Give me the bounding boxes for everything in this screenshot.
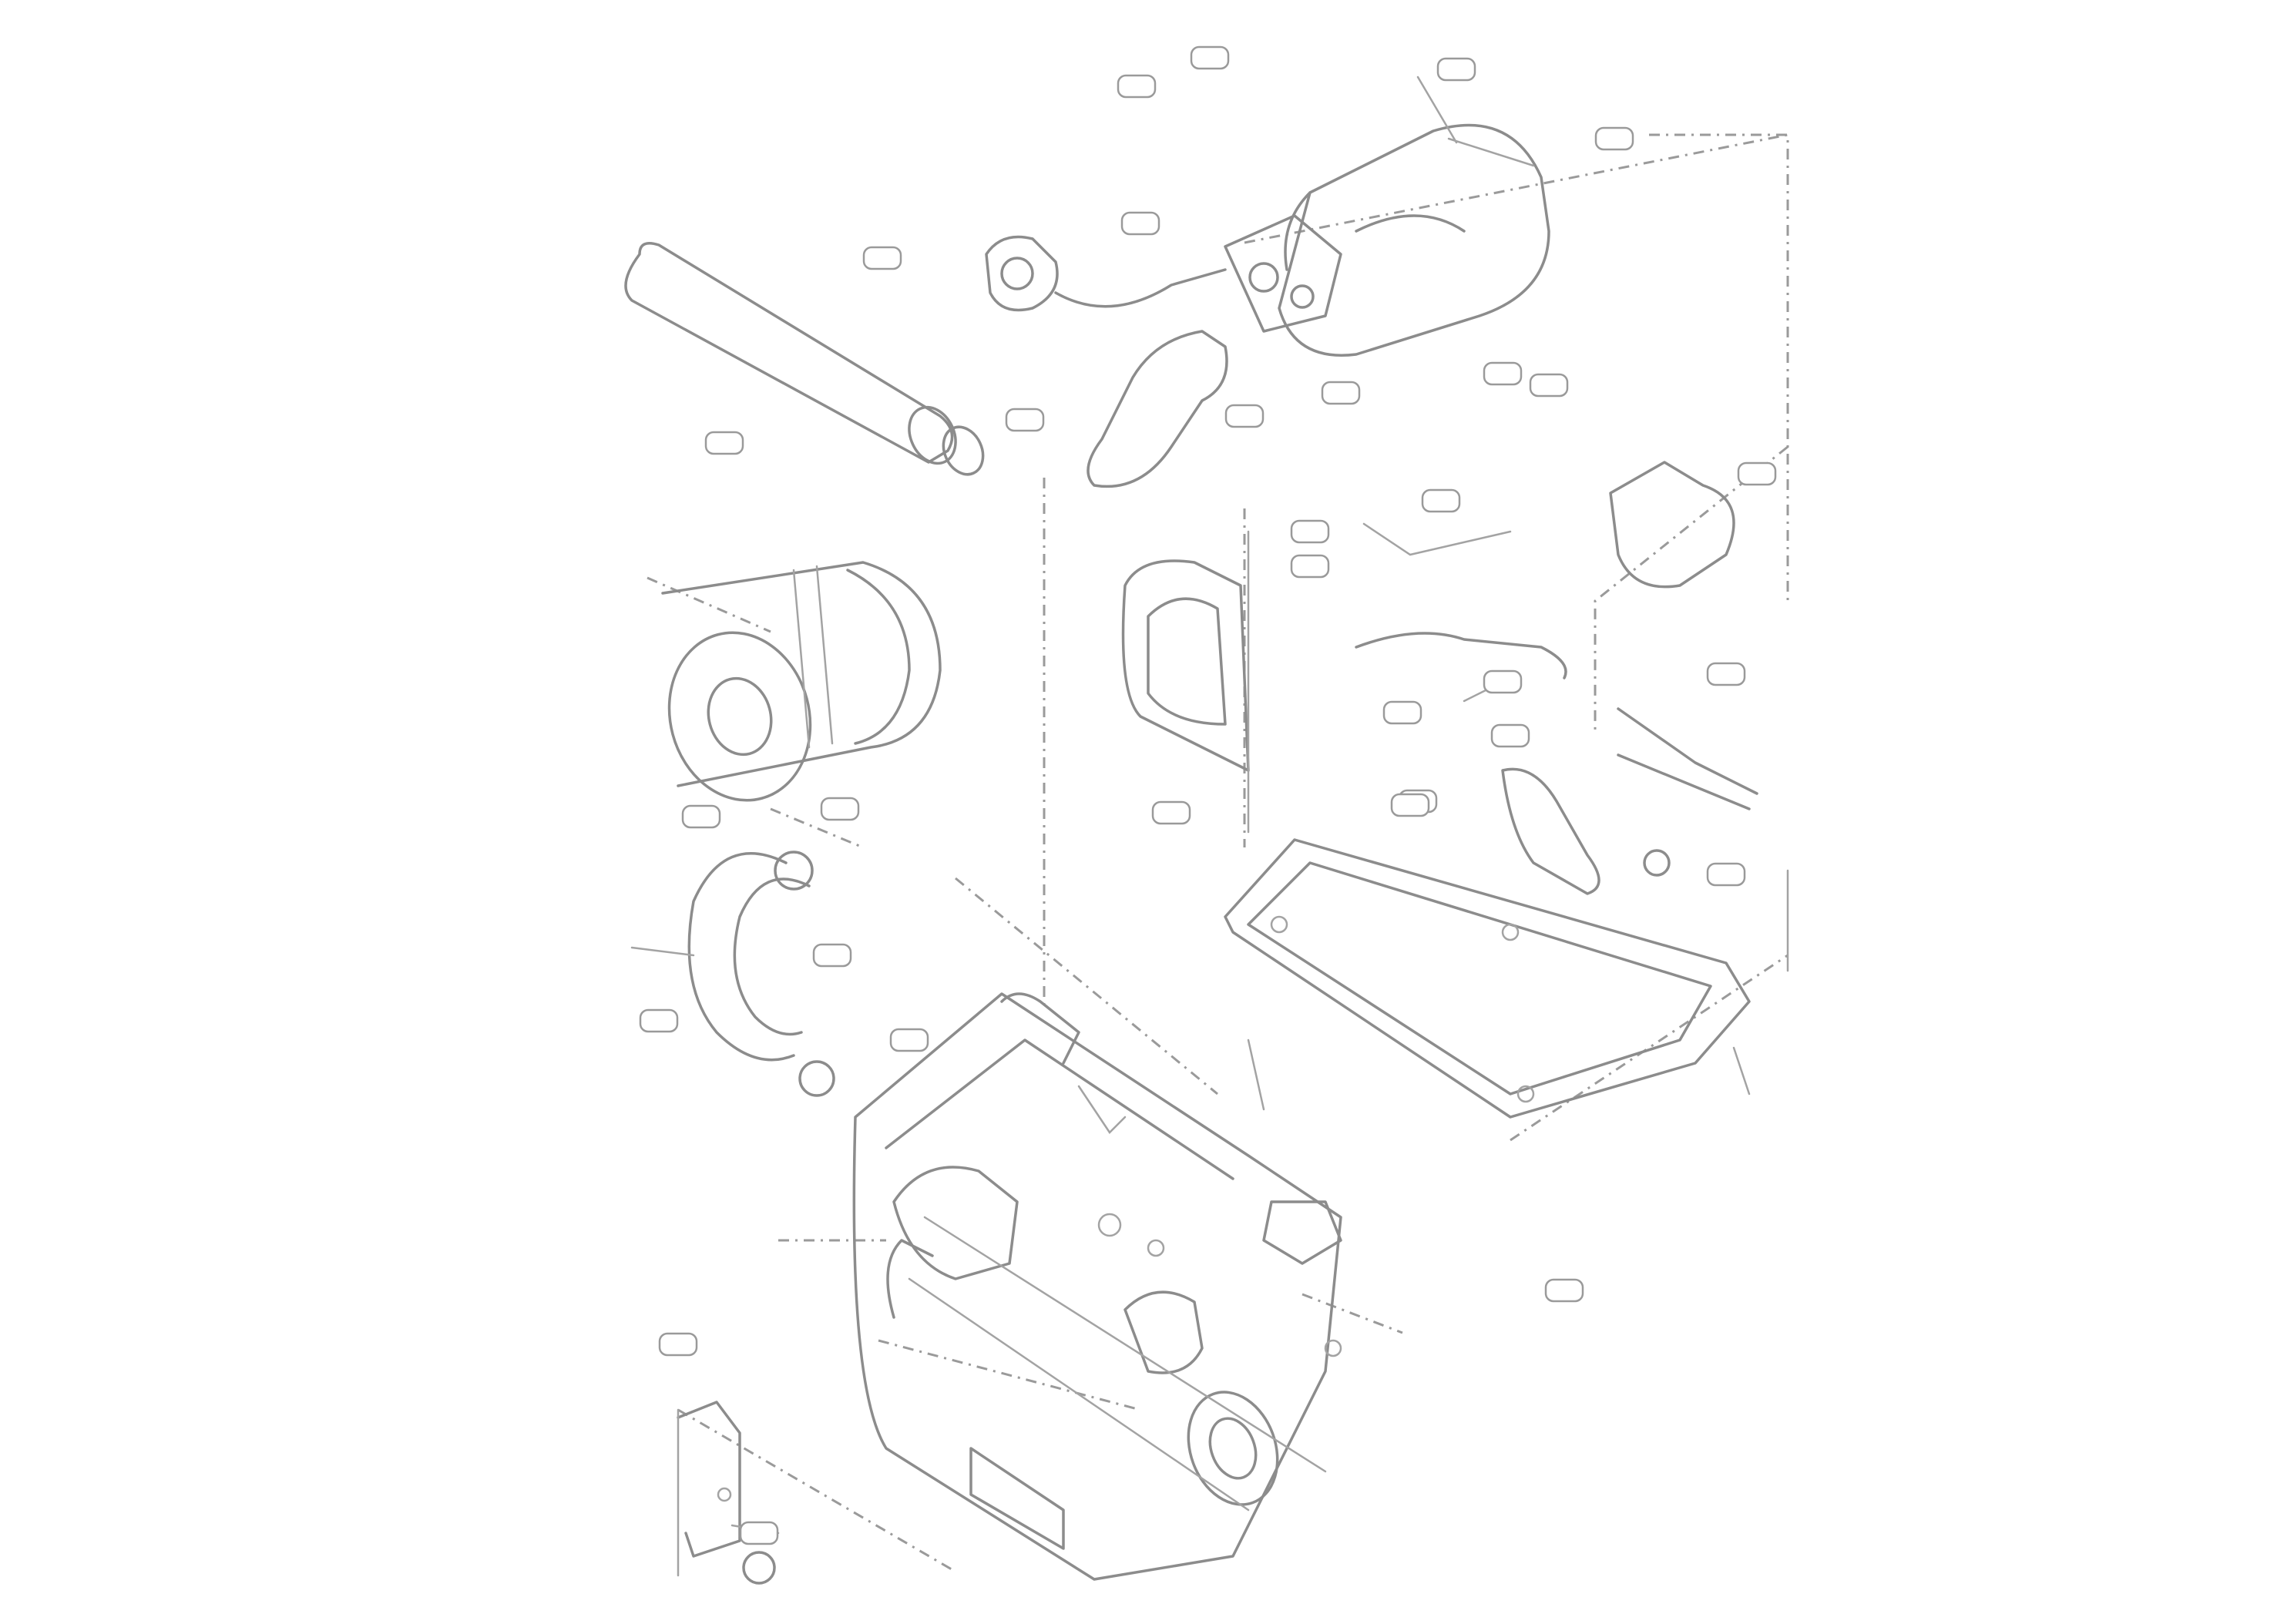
callout-label (1706, 662, 1746, 686)
callout-label (1224, 404, 1265, 428)
callout-badge (1117, 74, 1157, 99)
callout-badge (1120, 211, 1160, 236)
starter-motor (985, 75, 1550, 488)
callout-badge (1382, 700, 1422, 725)
callout-label (658, 1332, 698, 1357)
callout-label (862, 246, 902, 270)
callout-badge (681, 804, 721, 829)
callout-badge (862, 246, 902, 270)
callout-badge (1490, 723, 1530, 748)
callout-badge (812, 943, 852, 968)
lower-bracket (677, 1401, 780, 1585)
callout-badge (1594, 126, 1634, 151)
callout-label (1529, 373, 1569, 398)
callout-label (1382, 700, 1422, 725)
callout-label (681, 804, 721, 829)
callout-label (1421, 488, 1461, 513)
callout-badge (1706, 662, 1746, 686)
callout-label (704, 431, 744, 455)
callout-label (889, 1028, 929, 1052)
callout-badge (1483, 669, 1523, 694)
engine-block (852, 992, 1342, 1581)
callout-label (1290, 554, 1330, 579)
callout-badge (1529, 373, 1569, 398)
callout-labels (639, 45, 1777, 1545)
callout-label (1321, 381, 1361, 405)
callout-badge (889, 1028, 929, 1052)
callout-label (812, 943, 852, 968)
callout-badge (1290, 519, 1330, 544)
cover-plate (1121, 530, 1250, 834)
callout-label (820, 797, 860, 821)
callout-label (1290, 519, 1330, 544)
callout-label (1390, 793, 1430, 817)
right-brackets (1355, 461, 1758, 895)
callout-label (1706, 862, 1746, 887)
reference-block (1942, 1470, 2096, 1476)
callout-badge (1321, 381, 1361, 405)
callout-badge (1483, 361, 1523, 386)
callout-label (1005, 408, 1045, 432)
callout-badge (1390, 793, 1430, 817)
callout-label (1120, 211, 1160, 236)
callout-badge (1436, 57, 1476, 82)
shaft-tube (624, 242, 985, 476)
callout-label (1117, 74, 1157, 99)
callout-badge (704, 431, 744, 455)
callout-label (1490, 723, 1530, 748)
callout-badge (658, 1332, 698, 1357)
callout-badge (1005, 408, 1045, 432)
callout-label (1544, 1278, 1584, 1303)
callout-label (1594, 126, 1634, 151)
callout-badge (639, 1008, 679, 1033)
callout-label (1483, 669, 1523, 694)
callout-badge (1224, 404, 1265, 428)
callout-label (1151, 800, 1191, 825)
callout-label (1737, 461, 1777, 486)
base-plate (1224, 838, 1789, 1119)
callout-badge (1544, 1278, 1584, 1303)
callout-label (639, 1008, 679, 1033)
callout-label (1190, 45, 1230, 70)
callout-badge (820, 797, 860, 821)
callout-badge (1190, 45, 1230, 70)
callout-badge (1151, 800, 1191, 825)
callout-label (1483, 361, 1523, 386)
filter-canister (661, 561, 942, 802)
hose-loop (630, 851, 835, 1097)
frame-lines (647, 133, 1789, 1573)
callout-label (1436, 57, 1476, 82)
callout-badge (1290, 554, 1330, 579)
callout-badge (1737, 461, 1777, 486)
callout-badge (739, 1521, 779, 1545)
callout-label (739, 1521, 779, 1545)
callout-badge (1706, 862, 1746, 887)
callout-badge (1421, 488, 1461, 513)
